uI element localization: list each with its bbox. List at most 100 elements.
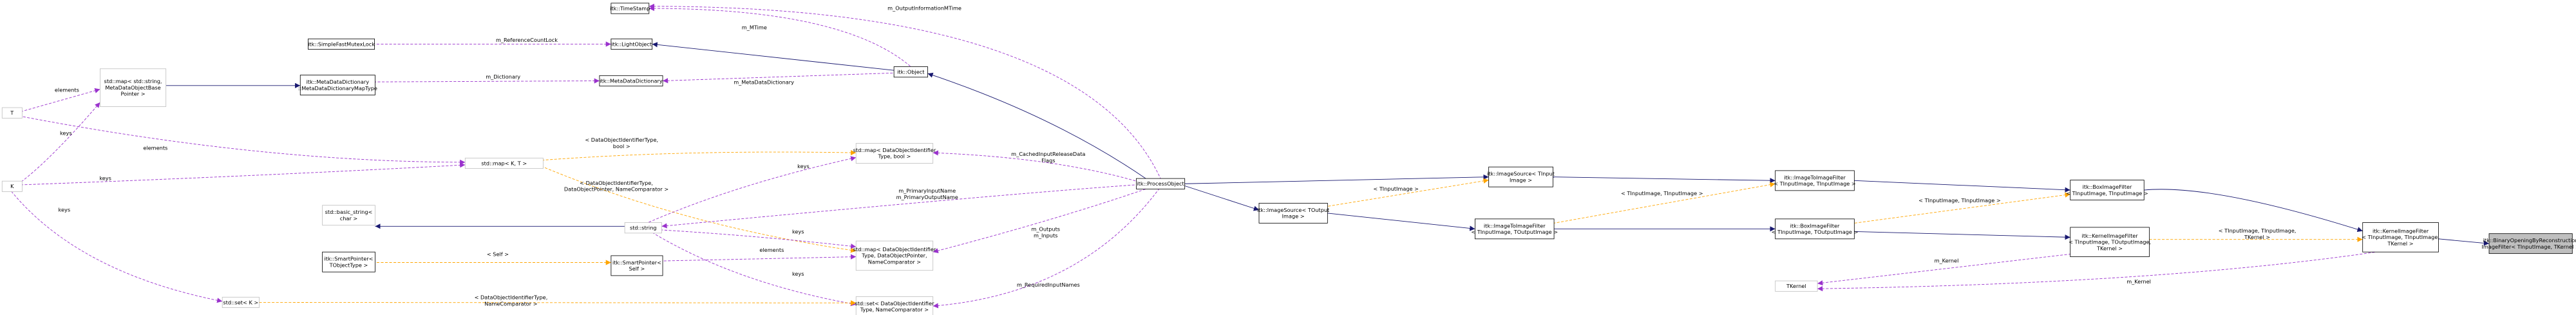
edge-line (1854, 192, 2070, 224)
class-node-simplefastmutexlock[interactable]: itk::SimpleFastMutexLock (308, 38, 375, 50)
node-label: NameComparator > (868, 259, 921, 265)
class-node-processobject[interactable]: itk::ProcessObject (1136, 178, 1186, 189)
node-box (611, 255, 663, 276)
node-box (2488, 233, 2573, 254)
edge-line (1553, 177, 1776, 184)
edge-box_out-to-kernel_tmpl (1854, 231, 2070, 240)
edge-line (1817, 251, 2376, 292)
edge-T-to-std_map_kt: elements (22, 116, 466, 165)
class-node-metadatadictionary[interactable]: itk::MetaDataDictionary (599, 75, 663, 87)
edge-metadatadictionary-to-object: m_MetaDataDictionary (663, 72, 895, 85)
class-node-kernel-inst[interactable]: itk::KernelImageFilter< TInputImage, TIn… (2362, 222, 2439, 253)
class-node-std-map-kt: std::map< K, T > (464, 157, 544, 169)
node-label: < TInputImage, TInputImage > (2066, 190, 2148, 196)
node-label: Type, NameComparator > (860, 307, 929, 313)
node-label: std::map< K, T > (481, 160, 527, 166)
edge-label: keys (99, 175, 111, 182)
edge-label: keys (792, 271, 804, 277)
class-node-kernel-tmpl[interactable]: itk::KernelImageFilter< TInputImage, TOu… (2069, 227, 2151, 257)
edge-timestamp-to-object: m_MTime (649, 5, 911, 67)
class-node-smartpointer-self[interactable]: itk::SmartPointer<Self > (611, 255, 663, 276)
edge-line (1327, 213, 1475, 231)
edge-processobject-to-imagesource_in (1184, 174, 1489, 184)
edge-smartpointer_dataobj-to-smartpointer_self: < Self > (375, 251, 611, 265)
edge-line (1554, 182, 1776, 224)
class-node-mdd-maptype[interactable]: itk::MetaDataDictionary::MetaDataDiction… (298, 75, 377, 95)
node-label: itk::ProcessObject (1137, 180, 1184, 187)
edge-line (1854, 180, 2070, 193)
node-label: ::MetaDataDictionaryMapType (298, 85, 377, 91)
edge-line (1854, 231, 2070, 240)
edge-std_string-to-std_set_doi: keys (653, 233, 857, 307)
node-label: itk::SimpleFastMutexLock (308, 41, 375, 47)
node-box (322, 251, 375, 272)
node-box (1136, 178, 1186, 189)
edge-line (259, 300, 857, 306)
edge-object-to-processobject (927, 72, 1146, 179)
edge-label: bool > (613, 143, 630, 149)
edge-kernel_tmpl-to-kernel_inst: < TInputImage, TInputImage,TKernel > (2149, 227, 2363, 242)
edge-line (653, 233, 857, 307)
node-box (308, 38, 375, 50)
class-node-smartpointer-dataobj[interactable]: itk::SmartPointer<TObjectType > (322, 251, 375, 272)
edge-label: < DataObjectIdentifierType, (585, 137, 658, 143)
class-node-object[interactable]: itk::Object (893, 66, 928, 78)
class-node-focus: itk::BinaryOpeningByReconstructionImageF… (2481, 233, 2576, 254)
edge-label: elements (759, 247, 784, 253)
edge-imagesource_out-to-i2i_out (1327, 213, 1475, 231)
edge-line (661, 184, 1137, 229)
edge-label: m_OutputInformationMTime (887, 5, 961, 11)
class-node-box-out[interactable]: itk::BoxImageFilter< TInputImage, TOutpu… (1772, 218, 1859, 240)
node-box (2362, 222, 2439, 253)
node-box (893, 66, 928, 78)
class-node-imagesource-out[interactable]: itk::ImageSource< TOutputImage > (1257, 202, 1329, 224)
node-box (611, 3, 650, 14)
class-node-timestamp[interactable]: itk::TimeStamp (610, 3, 650, 14)
edge-label: m_Dictionary (486, 73, 520, 80)
node-label: MetaDataObjectBase (105, 84, 160, 91)
edge-line (2144, 189, 2363, 233)
edge-mdd_maptype-to-metadatadictionary: m_Dictionary (375, 73, 600, 84)
node-box (1775, 280, 1818, 292)
edge-lightobject-to-object (652, 42, 895, 71)
node-label: std::set< DataObjectIdentifier (855, 300, 934, 307)
edge-simplefastmutexlock-to-lightobject: m_ReferenceCountLock (374, 37, 611, 47)
edge-kernel_inst-to-focus (2438, 238, 2490, 246)
edge-T-to-std_map_mdob: elements (22, 87, 100, 112)
node-label: Image > (1510, 177, 1532, 183)
edge-std_string-to-std_map_dop: keys (661, 229, 857, 249)
edge-K-to-std_map_mdob: keys (22, 102, 100, 182)
edge-line (933, 150, 1137, 182)
node-label: Self > (629, 265, 645, 272)
class-node-i2i-in[interactable]: itk::ImageToImageFilter< TInputImage, TI… (1774, 170, 1856, 191)
node-label: itk::KernelImageFilter (2372, 227, 2429, 234)
edge-line (543, 149, 857, 161)
edge-line (1817, 254, 2070, 286)
edge-line (22, 88, 100, 112)
edge-label: < DataObjectIdentifierType, (475, 294, 548, 301)
node-label: std::string (630, 225, 657, 231)
edge-tkernel-to-kernel_tmpl: m_Kernel (1817, 254, 2070, 286)
class-node-std-set-doi: std::set< DataObjectIdentifierType, Name… (855, 296, 934, 315)
class-node-imagesource-in[interactable]: itk::ImageSource< TInputImage > (1487, 166, 1555, 187)
edge-label: keys (797, 163, 810, 169)
node-label: std::basic_string< (325, 209, 373, 215)
node-box (2070, 227, 2150, 257)
edge-timestamp-to-processobject: m_OutputInformationMTime (649, 3, 1161, 179)
edge-line (22, 116, 466, 165)
node-label: TKernel (1786, 283, 1806, 289)
class-node-lightobject[interactable]: itk::LightObject (611, 38, 653, 50)
class-node-tkernel: TKernel (1775, 280, 1818, 292)
class-node-box-in[interactable]: itk::BoxImageFilter< TInputImage, TInput… (2066, 180, 2148, 200)
edge-label: TKernel > (2244, 234, 2270, 240)
edge-line (375, 78, 600, 84)
edge-imagesource_in-to-i2i_in (1553, 177, 1776, 184)
node-box (855, 240, 934, 271)
node-label: Type, DataObjectPointer, (861, 253, 927, 259)
class-node-i2i-out[interactable]: itk::ImageToImageFilter< TInputImage, TO… (1471, 218, 1558, 240)
class-node-std-string: std::string (624, 222, 662, 234)
node-label: char > (340, 215, 357, 222)
edge-label: < TInputImage > (1373, 186, 1419, 192)
node-label: itk::LightObject (611, 41, 652, 47)
